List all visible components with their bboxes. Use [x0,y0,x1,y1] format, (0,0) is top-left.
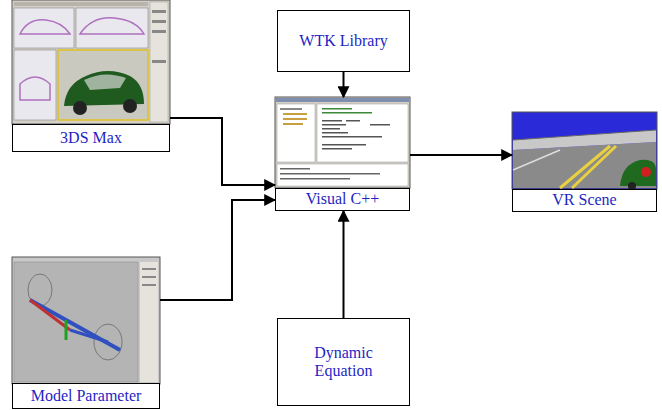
flow-arrow [343,211,345,318]
label-box: VR Scene [512,189,657,212]
flow-arrow [170,118,275,185]
flow-arrow [343,72,345,97]
node-label: 3DS Max [60,129,122,147]
screenshot-node: Visual C++ [275,97,410,211]
screenshot-node: VR Scene [512,112,657,212]
screenshot-node: 3DS Max [12,0,170,152]
model-screenshot [12,257,160,384]
node-label: Visual C++ [306,190,380,208]
screenshot-node: Model Parameter [12,257,160,409]
max-screenshot [12,0,170,124]
node-label: WTK Library [299,32,387,50]
label-box: 3DS Max [12,124,170,152]
node-label: VR Scene [552,191,616,209]
node-label: Model Parameter [31,387,142,405]
ide-screenshot [275,97,410,188]
vr-screenshot [512,112,657,190]
equation-box: Dynamic Equation [277,318,410,406]
flow-arrow [160,200,275,300]
node-label: Dynamic Equation [298,344,390,381]
flow-arrow [410,154,512,156]
library-box: WTK Library [277,10,410,72]
label-box: Visual C++ [275,188,410,211]
label-box: Model Parameter [12,383,160,409]
